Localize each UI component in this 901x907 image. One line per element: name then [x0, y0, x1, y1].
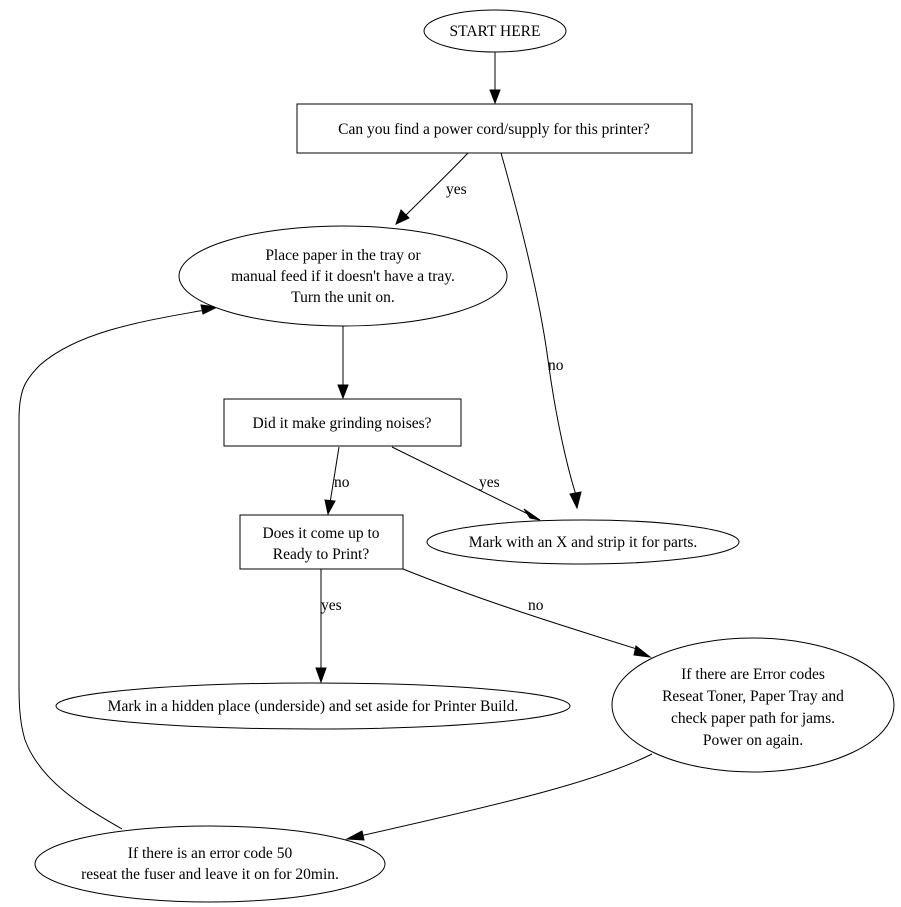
node-error-code-50[interactable]: If there is an error code 50 reseat the …	[34, 825, 386, 903]
edge-errors-to-code50	[345, 753, 653, 841]
arrowhead-icon	[315, 667, 327, 684]
arrowhead-icon	[395, 209, 410, 225]
node-code50-label-1: If there is an error code 50	[128, 845, 293, 862]
node-ready-question[interactable]: Does it come up to Ready to Print?	[239, 514, 404, 570]
node-build-label: Mark in a hidden place (underside) and s…	[108, 698, 519, 715]
node-grind-label: Did it make grinding noises?	[252, 415, 431, 432]
edge-label-ready-errors: no	[528, 597, 544, 614]
node-grind-shape	[223, 398, 462, 447]
arrowhead-icon	[337, 384, 349, 400]
edge-grind-to-strip: yes	[391, 446, 541, 521]
node-start[interactable]: START HERE	[423, 9, 567, 53]
node-start-label: START HERE	[450, 23, 541, 40]
arrowhead-icon	[200, 304, 219, 315]
node-place-paper[interactable]: Place paper in the tray or manual feed i…	[178, 225, 508, 327]
node-build-shape	[55, 682, 571, 730]
arrowhead-icon	[489, 89, 501, 105]
edge-label-power-place: yes	[446, 181, 467, 198]
nodes: START HERE Can you find a power cord/sup…	[34, 9, 895, 903]
arrowhead-icon	[345, 830, 365, 841]
edge-grind-to-ready: no	[324, 446, 350, 516]
node-start-shape	[423, 9, 567, 53]
arrowhead-icon	[569, 491, 582, 510]
node-errors-label-3: check paper path for jams.	[671, 710, 835, 727]
edge-label-ready-build: yes	[321, 597, 342, 614]
node-errors-shape	[611, 637, 895, 773]
node-errors-label-2: Reseat Toner, Paper Tray and	[662, 688, 844, 705]
node-place-shape	[178, 225, 508, 327]
node-strip-shape	[426, 519, 740, 565]
edge-power-to-place: yes	[395, 152, 469, 225]
edge-code50-to-place	[18, 304, 219, 830]
edges: yes no no yes yes	[18, 52, 653, 841]
arrowhead-icon	[523, 508, 541, 521]
node-ready-label-1: Does it come up to	[262, 525, 379, 542]
edge-ready-to-build: yes	[315, 569, 342, 684]
node-ready-label-2: Ready to Print?	[273, 546, 370, 563]
edge-start-to-power	[489, 52, 501, 105]
edge-power-to-strip: no	[500, 152, 582, 510]
node-printer-build[interactable]: Mark in a hidden place (underside) and s…	[55, 682, 571, 730]
node-strip-parts[interactable]: Mark with an X and strip it for parts.	[426, 519, 740, 565]
node-errors-label-1: If there are Error codes	[681, 666, 825, 683]
node-place-label-1: Place paper in the tray or	[265, 247, 421, 264]
edge-label-grind-ready: no	[334, 474, 350, 491]
node-place-label-3: Turn the unit on.	[291, 289, 395, 306]
arrowhead-icon	[633, 645, 652, 658]
edge-label-grind-strip: yes	[479, 474, 500, 491]
edge-label-power-strip: no	[548, 357, 564, 374]
node-power-question[interactable]: Can you find a power cord/supply for thi…	[296, 103, 693, 154]
edge-ready-to-errors: no	[402, 568, 652, 658]
edge-place-to-grind	[337, 326, 349, 400]
node-ready-shape	[239, 514, 404, 570]
arrowhead-icon	[324, 499, 336, 516]
node-strip-label: Mark with an X and strip it for parts.	[469, 534, 698, 551]
node-grinding-question[interactable]: Did it make grinding noises?	[223, 398, 462, 447]
node-errors-label-4: Power on again.	[703, 732, 803, 749]
node-error-codes[interactable]: If there are Error codes Reseat Toner, P…	[611, 637, 895, 773]
node-power-shape	[296, 103, 693, 154]
node-code50-label-2: reseat the fuser and leave it on for 20m…	[81, 866, 339, 883]
node-power-label: Can you find a power cord/supply for thi…	[338, 121, 650, 138]
node-code50-shape	[34, 825, 386, 903]
node-place-label-2: manual feed if it doesn't have a tray.	[231, 268, 455, 285]
